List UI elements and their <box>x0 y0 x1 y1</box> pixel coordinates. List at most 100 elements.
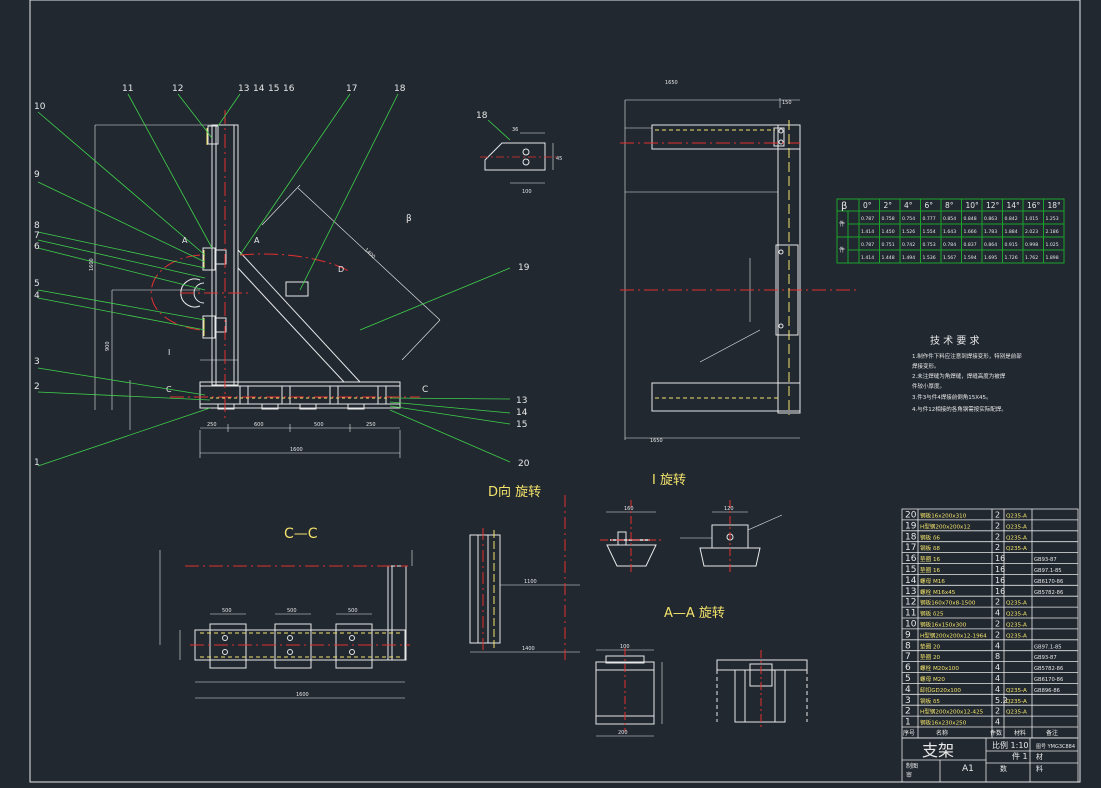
dim-main-sub-3: 500 <box>314 422 324 428</box>
bom-cell-qty: 8 <box>995 652 1000 661</box>
bom-cell-qty: 16 <box>995 554 1005 563</box>
beta-cell: 1.414 <box>861 255 874 261</box>
dim-side-bottom: 1650 <box>650 438 663 444</box>
leader-label-20: 20 <box>518 459 530 469</box>
bom-cell-no: 9 <box>905 630 911 640</box>
leader-label-13: 13 <box>238 84 249 94</box>
beta-cell: 1.526 <box>902 229 915 235</box>
beta-cell: 0.864 <box>984 242 997 248</box>
bom-cell-name: H型钢200x200x12-1964 <box>920 631 987 639</box>
beta-angle-header: 2° <box>884 201 893 210</box>
bom-cell-name: 钢板 δ25 <box>920 610 944 618</box>
beta-cell: 1.594 <box>964 255 977 261</box>
bom-cell-name: H型钢200x200x12 <box>920 522 971 530</box>
angle-beta-label: β <box>406 214 412 224</box>
bom-cell-no: 2 <box>905 707 911 717</box>
beta-cell: 1.643 <box>943 229 956 235</box>
bom-cell-name: 垫圈 16 <box>920 566 941 574</box>
beta-table-grid <box>836 198 1065 264</box>
bom-cell-std: GB93-87 <box>1034 557 1057 563</box>
leader-label-8: 8 <box>34 221 40 231</box>
beta-cell: 1.494 <box>902 255 915 261</box>
bom-cell-name: 钢板 δ5 <box>920 697 940 705</box>
bom-cell-std: GB97.1-85 <box>1034 568 1062 574</box>
bom-cell-name: 钢板 δ6 <box>920 533 940 541</box>
bom-cell-std: GB93-87 <box>1034 655 1057 661</box>
leader-label-1: 1 <box>34 458 40 468</box>
beta-cell: 0.751 <box>882 242 895 248</box>
bom-cell-qty: 4 <box>995 641 1000 650</box>
bom-cell-name: 垫圈 20 <box>920 653 941 661</box>
dim-det18-b: 100 <box>522 189 532 195</box>
bom-cell-no: 6 <box>905 663 911 673</box>
beta-angle-header: 4° <box>904 201 913 210</box>
bom-cell-no: 19 <box>905 521 917 531</box>
bom-cell-no: 1 <box>905 718 911 728</box>
side-view <box>624 98 801 440</box>
bom-cell-mat: Q235-A <box>1006 612 1027 618</box>
dim-main-left2: 900 <box>105 341 111 351</box>
beta-row-group: 件 <box>839 246 845 254</box>
dim-cc-bottom: 1600 <box>296 692 309 698</box>
tech-req-line-2: 焊接变形。 <box>912 362 940 370</box>
cc-centerlines <box>185 565 410 658</box>
beta-angle-header: 8° <box>945 201 954 210</box>
leader-label-14: 14 <box>253 84 265 94</box>
bom-cell-qty: 2 <box>995 511 1000 520</box>
leader-label-14-right: 14 <box>516 408 528 418</box>
bom-cell-no: 5 <box>905 674 911 684</box>
bom-cell-mat: Q235-A <box>1006 710 1027 716</box>
bom-cell-std: GB6170-86 <box>1034 677 1063 683</box>
tech-req-title: 技 术 要 求 <box>930 334 980 347</box>
leader-label-15-right: 15 <box>516 420 527 430</box>
i-view <box>606 511 783 567</box>
leader-label-13-right: 13 <box>516 396 527 406</box>
sheet-border <box>29 0 1081 783</box>
dim-main-sub-1: 250 <box>207 422 217 428</box>
leader-label-16: 16 <box>283 84 295 94</box>
drawn-by-label: 制图 <box>906 762 918 770</box>
bom-cell-mat: Q235-A <box>1006 514 1027 520</box>
beta-cell: 1.015 <box>1025 216 1038 222</box>
section-marker-c-left: C <box>166 385 172 394</box>
leader-label-10: 10 <box>34 102 46 112</box>
d-view <box>469 534 580 653</box>
section-marker-a-left: A <box>182 236 188 245</box>
bom-cell-qty: 2 <box>995 532 1000 541</box>
leader-label-18: 18 <box>394 84 406 94</box>
dim-aa-top: 100 <box>620 644 630 650</box>
bom-header-name: 名称 <box>936 729 948 737</box>
beta-angle-header: 14° <box>1007 201 1021 210</box>
dim-main-bottom: 1600 <box>290 447 303 453</box>
beta-angle-header: 12° <box>986 201 1000 210</box>
dim-side-top: 1650 <box>665 80 678 86</box>
bom-cell-name: 钢板16x200x310 <box>920 512 967 520</box>
bom-cell-qty: 2 <box>995 707 1000 716</box>
bom-header-std: 备注 <box>1046 729 1058 737</box>
bom-cell-qty: 4 <box>995 674 1000 683</box>
bom-cell-std: GB97.1-85 <box>1034 644 1062 650</box>
dim-aa-bottom: 200 <box>618 730 628 736</box>
bom-cell-mat: Q235-A <box>1006 546 1027 552</box>
bom-cell-no: 4 <box>905 685 911 695</box>
drawing-no-label: 图号 YMG3C884 <box>1036 744 1075 750</box>
leader-label-12: 12 <box>172 84 183 94</box>
bom-cell-no: 20 <box>905 511 917 521</box>
bom-cell-name: 螺栓 M16x45 <box>920 588 956 596</box>
beta-angle-header: 16° <box>1027 201 1041 210</box>
beta-cell: 1.695 <box>984 255 997 261</box>
beta-angle-header: 10° <box>966 201 980 210</box>
bom-cell-mat: Q235-A <box>1006 688 1027 694</box>
cc-section-view <box>159 550 413 699</box>
bom-cell-std: GB896-86 <box>1034 688 1060 694</box>
detail-18-label: 18 <box>476 111 488 121</box>
bom-cell-qty: 16 <box>995 576 1005 585</box>
bom-cell-no: 7 <box>905 652 911 662</box>
leader-label-19: 19 <box>518 263 530 273</box>
bom-cell-no: 18 <box>905 532 917 542</box>
beta-cell: 0.787 <box>861 242 874 248</box>
bom-cell-std: GB5782-86 <box>1034 666 1063 672</box>
